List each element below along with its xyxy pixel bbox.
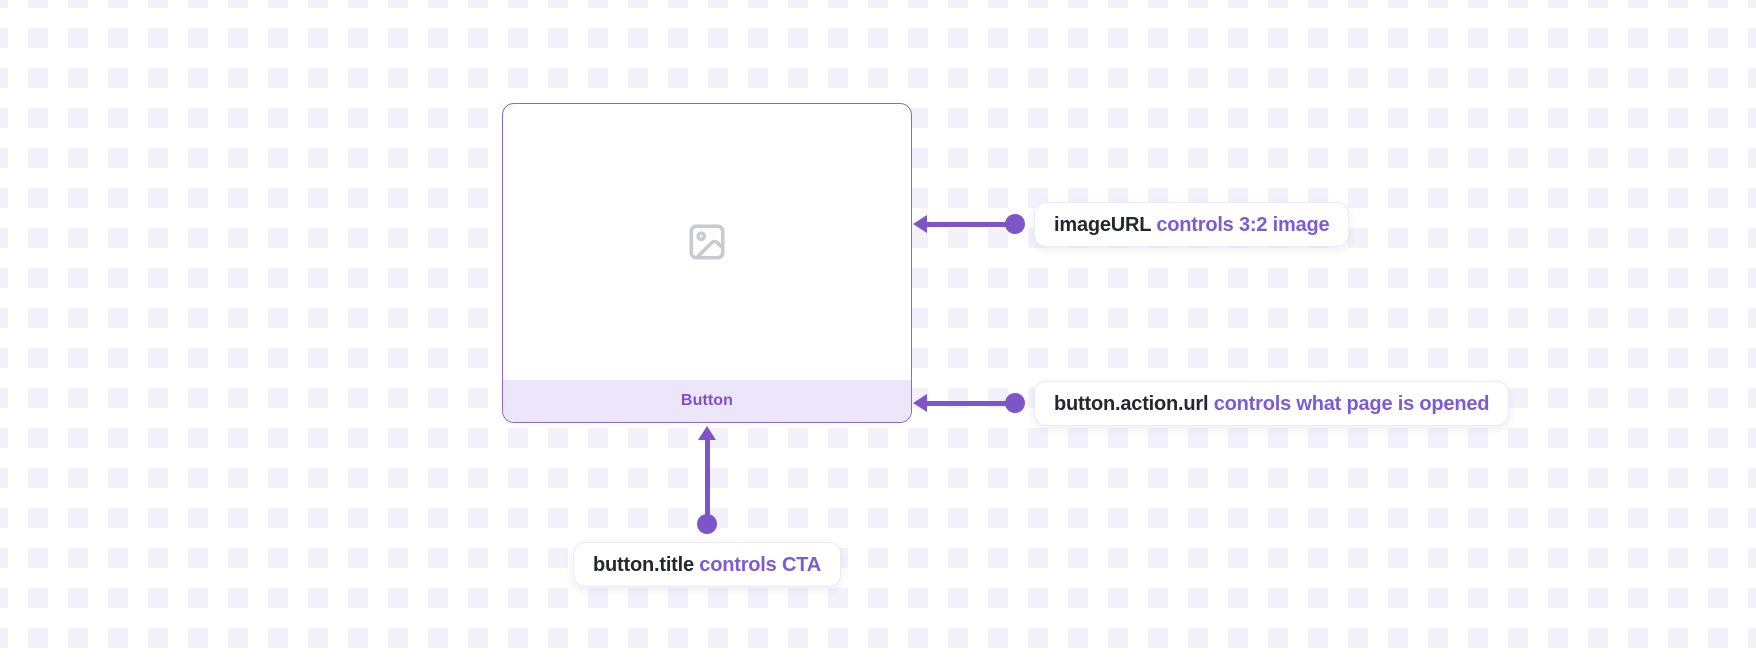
image-placeholder-icon bbox=[689, 224, 725, 260]
card-cta-button[interactable]: Button bbox=[503, 380, 911, 422]
arrow-shaft bbox=[924, 400, 1008, 406]
annotation-arrow-image-url bbox=[913, 214, 1025, 234]
line-endpoint-dot bbox=[1005, 214, 1025, 234]
card-image-area bbox=[503, 104, 911, 380]
card-cta-button-label: Button bbox=[680, 392, 734, 409]
annotation-label-image-url: imageURL controls 3:2 image bbox=[1034, 202, 1350, 247]
line-endpoint-dot bbox=[1005, 393, 1025, 413]
preview-card: Button bbox=[502, 103, 912, 423]
annotation-note: controls 3:2 image bbox=[1156, 214, 1330, 236]
annotation-field-name: button.action.url bbox=[1054, 393, 1209, 415]
annotation-arrow-button-title bbox=[697, 426, 717, 534]
annotation-field-name: button.title bbox=[593, 554, 694, 576]
annotation-label-button-action-url: button.action.url controls what page is … bbox=[1034, 381, 1510, 426]
annotation-field-name: imageURL bbox=[1054, 214, 1151, 236]
annotation-arrow-button-action-url bbox=[913, 393, 1025, 413]
arrow-shaft bbox=[704, 437, 710, 517]
arrowhead-icon bbox=[698, 426, 716, 440]
arrowhead-icon bbox=[913, 215, 927, 233]
arrowhead-icon bbox=[913, 394, 927, 412]
line-endpoint-dot bbox=[697, 514, 717, 534]
annotation-note: controls CTA bbox=[699, 554, 821, 576]
annotation-note: controls what page is opened bbox=[1213, 393, 1490, 415]
annotation-label-button-title: button.title controls CTA bbox=[573, 542, 841, 587]
arrow-shaft bbox=[924, 221, 1008, 227]
